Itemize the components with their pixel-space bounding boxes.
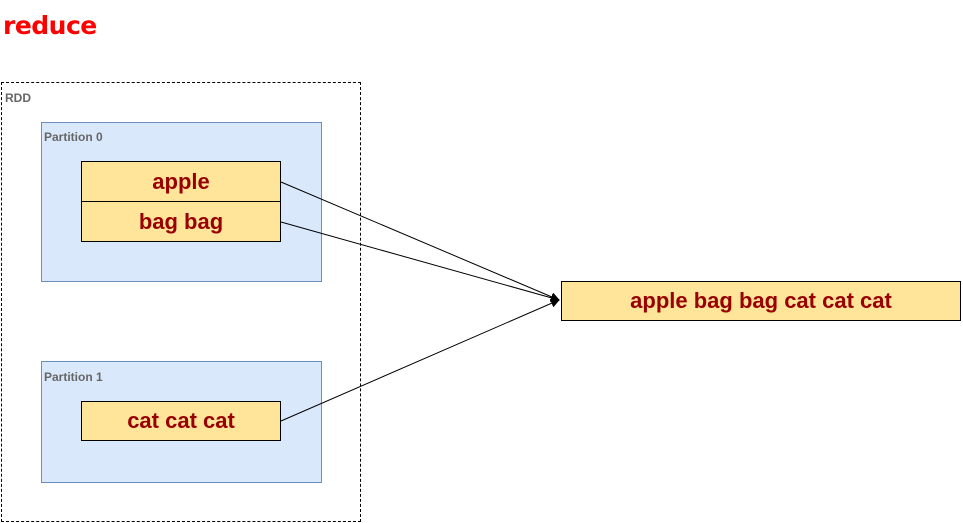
edge-apple-to-result bbox=[280, 181, 560, 301]
partition-0-item-bag-bag: bag bag bbox=[81, 201, 281, 242]
partition-1-item-cat: cat cat cat bbox=[81, 401, 281, 441]
partition-1-label: Partition 1 bbox=[44, 370, 103, 384]
edge-bag-to-result bbox=[280, 221, 560, 303]
diagram-title: reduce bbox=[3, 11, 97, 40]
reduce-result: apple bag bag cat cat cat bbox=[561, 281, 961, 321]
rdd-container: RDD bbox=[1, 82, 361, 522]
partition-0-label: Partition 0 bbox=[44, 130, 103, 144]
partition-0-item-apple: apple bbox=[81, 161, 281, 202]
edge-cat-to-result bbox=[280, 299, 560, 422]
rdd-label: RDD bbox=[5, 91, 31, 105]
